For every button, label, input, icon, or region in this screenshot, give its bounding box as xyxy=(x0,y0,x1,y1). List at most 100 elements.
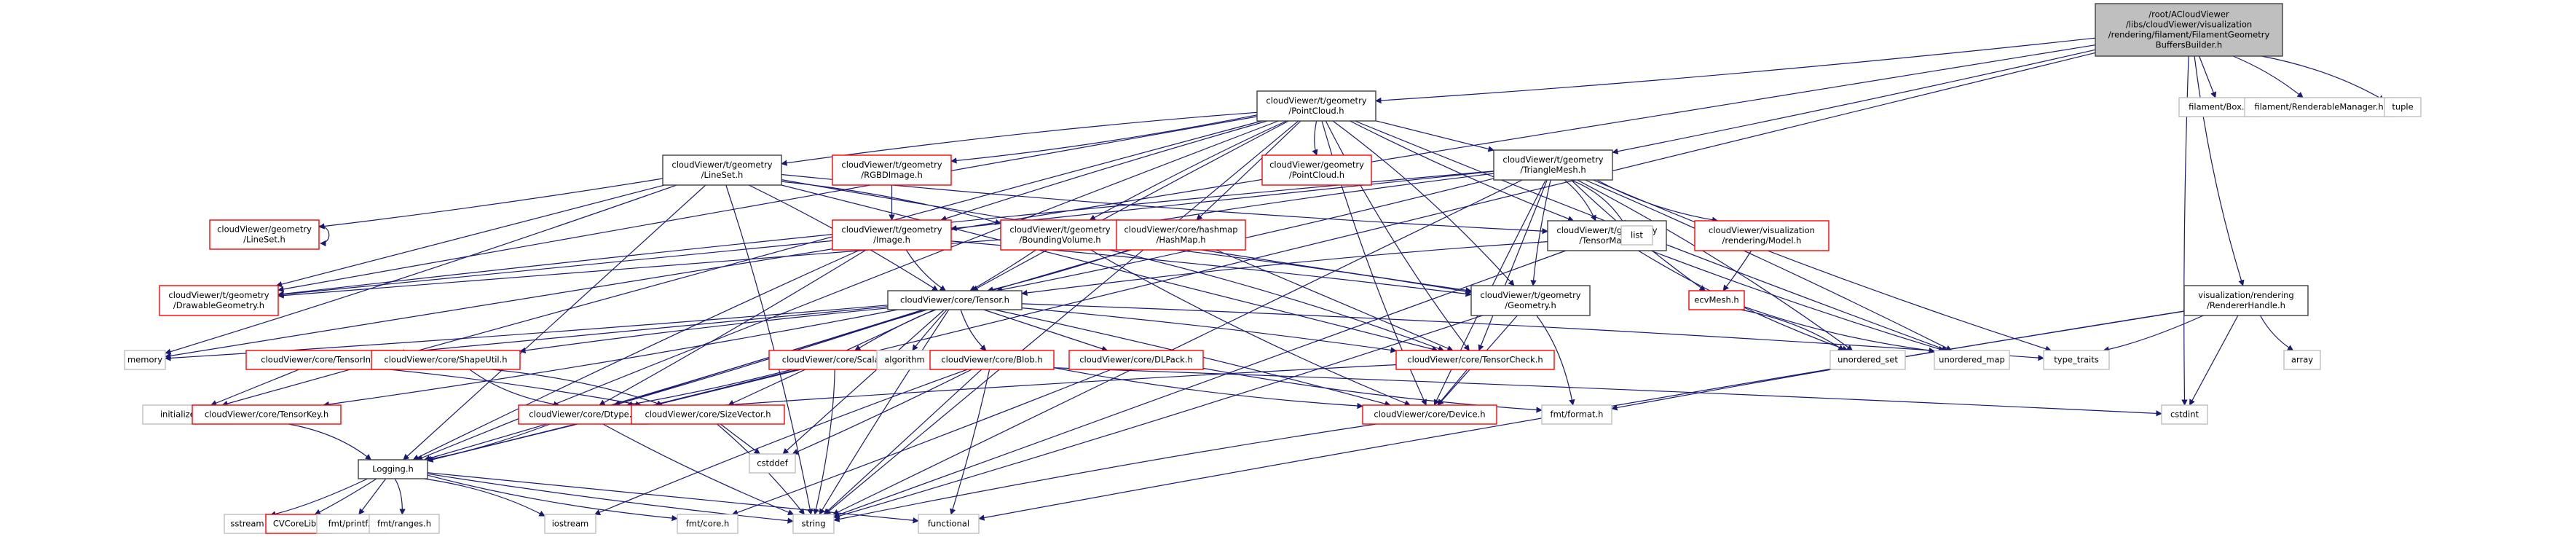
node-g-lineset[interactable]: cloudViewer/geometry/LineSet.h xyxy=(209,219,320,250)
node-shapeutil[interactable]: cloudViewer/core/ShapeUtil.h xyxy=(371,350,521,370)
edge-t-geometry-to-string xyxy=(833,315,1483,520)
edge-vis-model-to-ecvmesh xyxy=(1722,250,1752,291)
edge-tensorkey-to-logging xyxy=(288,423,372,460)
node-label: functional xyxy=(928,519,969,529)
edge-t-lineset-to-memory xyxy=(165,184,677,355)
node-tensor[interactable]: cloudViewer/core/Tensor.h xyxy=(887,290,1023,310)
node-box xyxy=(159,285,279,316)
edge-root-to-renderer-handle xyxy=(2194,55,2245,286)
node-sizevector[interactable]: cloudViewer/core/SizeVector.h xyxy=(631,404,785,425)
node-box xyxy=(2161,404,2208,425)
edge-logging-to-iostream xyxy=(423,478,545,517)
node-dlpack[interactable]: cloudViewer/core/DLPack.h xyxy=(1068,350,1204,370)
edge-shapeutil-to-sizevector xyxy=(491,369,663,407)
edge-t-pointcloud-to-g-pointcloud xyxy=(1312,120,1318,156)
node-box xyxy=(1688,290,1745,310)
node-tensorcheck[interactable]: cloudViewer/core/TensorCheck.h xyxy=(1395,350,1555,370)
edge-root-to-filament-rm xyxy=(2232,55,2304,98)
node-t-image[interactable]: cloudViewer/t/geometry/Image.h xyxy=(832,219,952,251)
edge-tensor-to-tensorkey xyxy=(323,309,898,408)
node-box xyxy=(2384,97,2422,117)
node-label: BuffersBuilder.h xyxy=(2156,40,2222,50)
node-label: cloudViewer/t/geometry xyxy=(168,290,269,300)
node-label: cloudViewer/t/geometry xyxy=(1480,290,1580,300)
edge-t-trianglemesh-to-unordered-set xyxy=(1577,179,1854,351)
edge-logging-to-fmt-ranges xyxy=(394,478,406,515)
edge-t-boundingvolume-to-tensor xyxy=(969,249,1036,291)
edge-tensorinit-to-sizevector xyxy=(389,369,642,407)
node-label: iostream xyxy=(552,519,589,529)
node-label: array xyxy=(2291,355,2313,365)
node-box xyxy=(631,404,785,425)
node-t-trianglemesh[interactable]: cloudViewer/t/geometry/TriangleMesh.h xyxy=(1493,149,1613,181)
node-label: cloudViewer/core/TensorCheck.h xyxy=(1407,355,1543,365)
node-tensorkey[interactable]: cloudViewer/core/TensorKey.h xyxy=(192,404,342,425)
node-list: list xyxy=(1620,225,1653,246)
node-label: cloudViewer/visualization xyxy=(1709,225,1815,235)
node-logging[interactable]: Logging.h xyxy=(358,459,428,479)
edge-hashmap-to-tensorcheck xyxy=(1216,249,1454,351)
node-cstdint: cstdint xyxy=(2161,404,2208,425)
edge-blob-to-device xyxy=(1053,367,1363,409)
node-label: cloudViewer/t/geometry xyxy=(841,160,942,170)
node-box xyxy=(2283,350,2321,370)
node-label: cloudViewer/t/geometry xyxy=(671,160,772,170)
edge-scalar-to-cstdint xyxy=(902,362,2162,417)
node-box xyxy=(1256,90,1376,122)
edge-t-trianglemesh-to-type-traits xyxy=(1593,179,2052,352)
node-iostream: iostream xyxy=(544,514,596,534)
node-label: fmt/ranges.h xyxy=(377,519,431,529)
edge-tensorinit-to-initializer-list xyxy=(210,369,300,407)
edge-root-to-memory xyxy=(165,44,2096,359)
node-box xyxy=(369,514,440,534)
node-box xyxy=(1362,404,1497,425)
node-vis-model[interactable]: cloudViewer/visualization/rendering/Mode… xyxy=(1694,220,1829,251)
node-label: /rendering/filament/FilamentGeometry xyxy=(2108,30,2270,40)
edge-t-lineset-to-string xyxy=(725,184,814,515)
node-t-pointcloud[interactable]: cloudViewer/t/geometry/PointCloud.h xyxy=(1256,90,1376,122)
edge-t-trianglemesh-to-string xyxy=(832,179,1523,515)
edge-blob-to-cstddef xyxy=(792,369,972,455)
node-renderer-handle[interactable]: visualization/rendering/RendererHandle.h xyxy=(2183,285,2309,316)
node-label: /Geometry.h xyxy=(1505,300,1556,310)
node-label: type_traits xyxy=(2054,355,2098,365)
node-array: array xyxy=(2283,350,2321,370)
edge-t-pointcloud-to-t-rgbdimage xyxy=(950,114,1258,164)
edge-blob-to-string xyxy=(823,369,982,515)
node-t-lineset[interactable]: cloudViewer/t/geometry/LineSet.h xyxy=(662,154,782,186)
edge-t-geometry-to-fmt-format xyxy=(1536,315,1575,406)
node-ecvmesh[interactable]: ecvMesh.h xyxy=(1688,290,1745,310)
edge-logging-to-fmt-core xyxy=(427,474,678,522)
edge-t-tensormap-to-string xyxy=(833,250,1567,518)
node-hashmap[interactable]: cloudViewer/core/hashmap/HashMap.h xyxy=(1116,219,1246,251)
node-device[interactable]: cloudViewer/core/Device.h xyxy=(1362,404,1497,425)
node-memory: memory xyxy=(124,350,166,370)
edge-t-trianglemesh-to-list xyxy=(1570,179,1626,227)
node-dtype[interactable]: cloudViewer/core/Dtype.h xyxy=(518,404,648,425)
edge-blob-to-iostream xyxy=(594,369,968,515)
node-t-geometry[interactable]: cloudViewer/t/geometry/Geometry.h xyxy=(1470,285,1591,316)
node-g-pointcloud[interactable]: cloudViewer/geometry/PointCloud.h xyxy=(1261,154,1372,186)
edge-scalar-to-string xyxy=(813,369,835,515)
node-box xyxy=(1116,219,1246,251)
node-functional: functional xyxy=(918,514,980,534)
node-t-rgbdimage[interactable]: cloudViewer/t/geometry/RGBDImage.h xyxy=(832,154,952,186)
edge-t-tensormap-to-tensor xyxy=(1021,241,1548,297)
node-box xyxy=(371,350,521,370)
node-label: cloudViewer/t/geometry xyxy=(1009,224,1110,235)
node-root[interactable]: /root/ACloudViewer/libs/cloudViewer/visu… xyxy=(2095,3,2283,57)
node-filament-rm: filament/RenderableManager.h xyxy=(2244,97,2394,117)
edge-tensor-to-string xyxy=(819,309,950,515)
node-t-drawable[interactable]: cloudViewer/t/geometry/DrawableGeometry.… xyxy=(159,285,279,316)
node-label: /RGBDImage.h xyxy=(861,170,922,180)
edge-tensor-to-dlpack xyxy=(983,309,1108,352)
node-box xyxy=(1470,285,1591,316)
edge-t-trianglemesh-to-t-geometry xyxy=(1530,179,1551,286)
edge-root-to-tuple xyxy=(2261,55,2385,101)
node-blob[interactable]: cloudViewer/core/Blob.h xyxy=(929,350,1055,370)
node-label: cloudViewer/core/hashmap xyxy=(1124,224,1237,235)
node-label: string xyxy=(801,519,825,529)
node-label: cloudViewer/t/geometry xyxy=(1502,154,1603,165)
node-t-boundingvolume[interactable]: cloudViewer/t/geometry/BoundingVolume.h xyxy=(1000,219,1120,251)
node-box xyxy=(1395,350,1555,370)
